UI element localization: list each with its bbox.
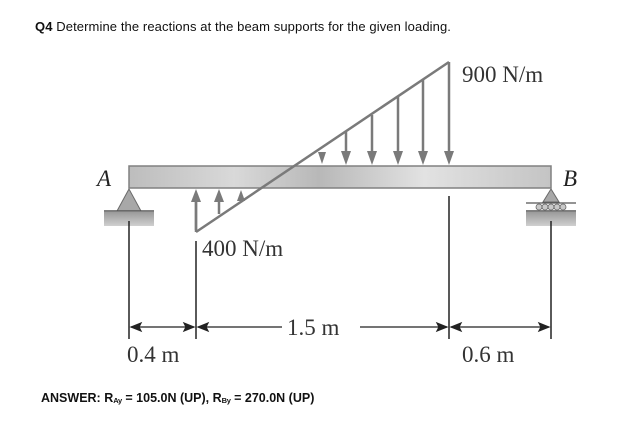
question-body: Determine the reactions at the beam supp… (52, 19, 452, 34)
ra-value: = 105.0N (UP), R (121, 391, 222, 405)
beam (128, 165, 552, 189)
load-max-label: 900 N/m (462, 62, 543, 87)
dimension-label-0-6: 0.6 m (462, 342, 515, 367)
rb-value: = 270.0N (UP) (230, 391, 315, 405)
dimension-label-0-4: 0.4 m (127, 342, 180, 367)
answer-prefix: ANSWER: R (41, 391, 114, 405)
ra-subscript: Ay (113, 396, 122, 405)
load-min-label: 400 N/m (202, 236, 283, 261)
support-b-label: B (563, 166, 577, 191)
question-number: Q4 (35, 19, 53, 34)
roller-support-b (526, 188, 576, 226)
distributed-load (194, 60, 451, 234)
rb-subscript: By (221, 396, 231, 405)
downward-load-arrows (318, 80, 454, 165)
support-a-label: A (95, 166, 112, 191)
dimension-lines (129, 321, 551, 333)
dimension-label-1-5: 1.5 m (287, 315, 340, 340)
question-text: Q4 Determine the reactions at the beam s… (35, 19, 451, 34)
dimension-extension-lines (128, 196, 552, 339)
answer-text: ANSWER: RAy = 105.0N (UP), RBy = 270.0N … (41, 391, 314, 405)
upward-load-arrows (191, 189, 245, 230)
pin-support-a (104, 187, 154, 226)
